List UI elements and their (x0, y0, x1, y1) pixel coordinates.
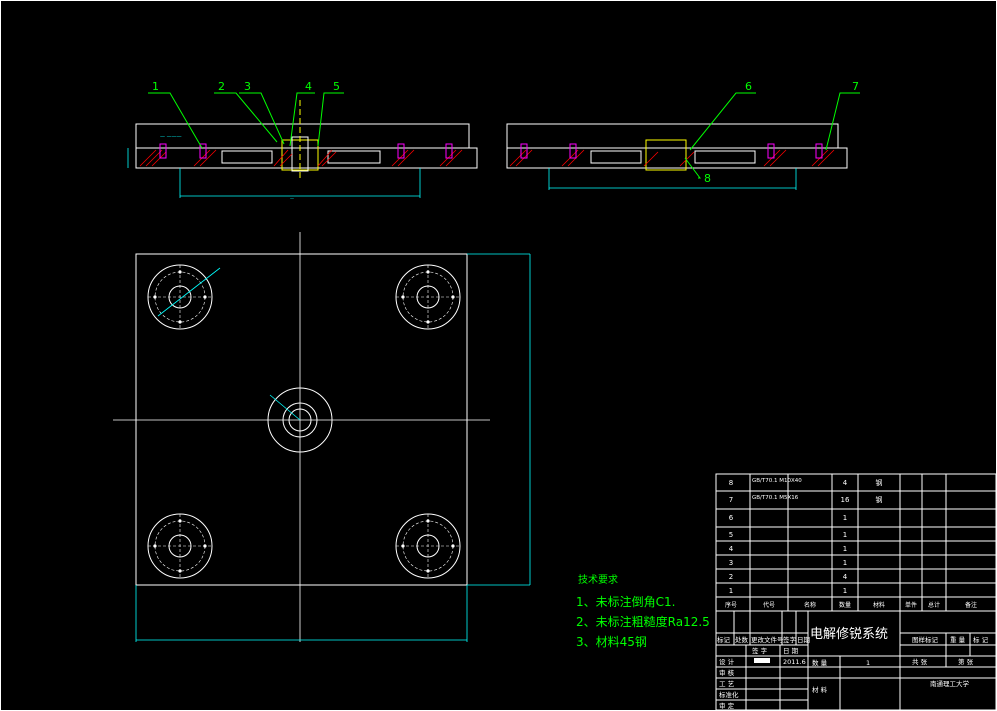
part-material: 钢 (876, 478, 883, 487)
part-qty: 1 (843, 559, 847, 567)
title-block: 电解修锐系统 标记 处数 更改文件号 签字 日期 签 字 日 期 设 计 审 核… (717, 627, 989, 710)
part-no: 3 (729, 559, 733, 567)
balloon-leaders (148, 92, 860, 179)
scale-label: 标 记 (973, 635, 989, 644)
part-std: GB/T70.1 M10X40 (752, 478, 802, 484)
header-unit: 单件 (905, 601, 917, 609)
balloon-6: 6 (745, 80, 752, 93)
balloon-4: 4 (305, 80, 312, 93)
part-qty: 1 (843, 587, 847, 595)
date-label: 日 期 (783, 647, 799, 655)
balloon-2: 2 (218, 80, 225, 93)
note-2: 2、未标注粗糙度Ra12.5 (576, 614, 710, 629)
sign-label: 签 字 (752, 646, 768, 655)
part-no: 2 (729, 573, 733, 581)
plan-view (113, 232, 531, 642)
part-no: 8 (729, 479, 733, 487)
parts-list: 8 GB/T70.1 M10X40 4 钢 7 GB/T70.1 M5X16 1… (725, 478, 977, 609)
balloon-7: 7 (852, 80, 859, 93)
qty-label: 数 量 (812, 658, 828, 667)
header-material: 材料 (873, 601, 885, 609)
part-no: 5 (729, 531, 733, 539)
part-no: 1 (729, 587, 733, 595)
header-name: 名称 (804, 601, 816, 609)
designer-signature (754, 658, 770, 663)
part-qty: 4 (843, 573, 848, 581)
material-label: 材 料 (812, 685, 828, 694)
part-qty: 4 (843, 479, 848, 487)
balloon-3: 3 (244, 80, 251, 93)
part-no: 4 (729, 545, 734, 553)
balloon-8: 8 (704, 172, 711, 185)
header-total: 总计 (928, 601, 940, 609)
rev-count: 处数 (735, 635, 749, 644)
rev-doc: 更改文件号 (751, 635, 784, 644)
header-code: 代号 (763, 601, 775, 609)
section-view-right (506, 123, 848, 190)
note-3: 3、材料45钢 (576, 635, 647, 649)
row-process: 工 艺 (719, 680, 735, 688)
notes-title: 技术要求 (578, 573, 618, 586)
row-design: 设 计 (719, 657, 735, 666)
design-date: 2011.6 (783, 658, 806, 666)
stage-label: 图样标记 (912, 635, 939, 644)
rev-mark: 标记 (717, 635, 731, 644)
drawing-name: 电解修锐系统 (810, 627, 888, 642)
row-check: 审 核 (719, 668, 735, 677)
header-remark: 备注 (965, 601, 977, 609)
sheet-no: 第 张 (958, 657, 974, 666)
sheets-total: 共 张 (912, 657, 928, 666)
school-name: 南通理工大学 (930, 679, 970, 688)
rev-sign: 签字 (783, 635, 797, 644)
part-qty: 1 (843, 531, 847, 539)
balloon-1: 1 (152, 80, 159, 93)
row-approve: 审 定 (719, 701, 735, 710)
part-no: 7 (729, 496, 733, 504)
section-view-left: — — ——— (127, 100, 478, 201)
header-qty: 数量 (839, 601, 851, 609)
note-1: 1、未标注倒角C1. (576, 594, 675, 609)
balloon-5: 5 (333, 80, 340, 93)
part-no: 6 (729, 514, 734, 522)
qty-value: 1 (866, 659, 870, 667)
weight-label: 重 量 (950, 636, 966, 644)
part-qty: 1 (843, 514, 847, 522)
part-qty: 1 (843, 545, 847, 553)
part-qty: 16 (841, 496, 850, 504)
row-standard: 标准化 (719, 690, 739, 699)
svg-text:— ———: — ——— (160, 134, 182, 140)
technical-notes: 技术要求 1、未标注倒角C1. 2、未标注粗糙度Ra12.5 3、材料45钢 (576, 573, 710, 649)
svg-text:—: — (290, 196, 294, 201)
part-std: GB/T70.1 M5X16 (752, 495, 799, 501)
rev-date: 日期 (797, 636, 811, 644)
part-material: 钢 (876, 495, 883, 504)
title-block-grid (715, 473, 997, 711)
header-no: 序号 (725, 601, 737, 609)
